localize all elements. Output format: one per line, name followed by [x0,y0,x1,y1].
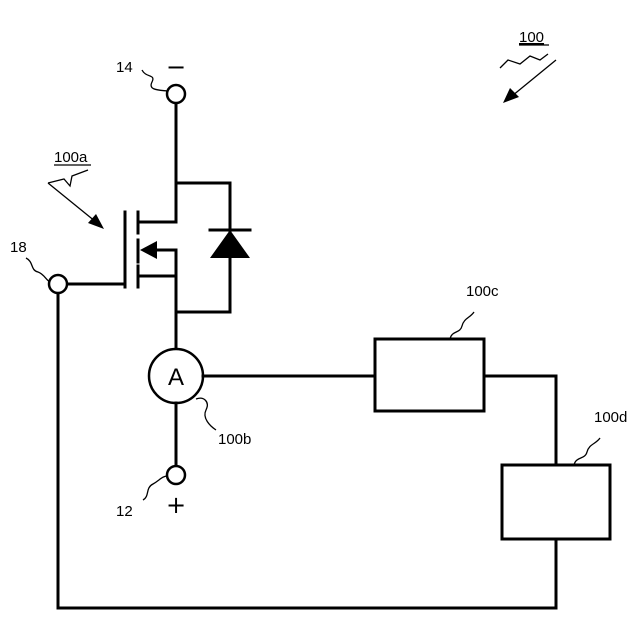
label-terminal-18: 18 [10,239,27,256]
label-terminal-12: 12 [116,503,133,520]
block-100d [502,465,610,539]
label-100b: 100b [218,431,251,448]
leader-100d [574,438,600,465]
mosfet-body-arrow [140,241,157,259]
label-100: 100 [519,29,544,46]
label-100a: 100a [54,149,88,166]
minus-sign: − [166,53,186,81]
terminal-18 [49,275,67,293]
leader-12 [143,476,168,500]
terminal-12 [167,466,185,484]
leader-18 [26,258,50,282]
label-100c: 100c [466,283,499,300]
leader-100-squiggle [500,54,548,68]
mosfet-symbol [125,183,176,287]
block-100c [375,339,484,411]
diode-symbol [210,230,250,258]
arrow-100 [503,60,556,103]
leader-100b [196,398,216,430]
label-100d: 100d [594,409,627,426]
label-terminal-14: 14 [116,59,133,76]
terminal-14 [167,85,185,103]
wire-block-c-to-block-d [484,376,556,465]
plus-sign: + [166,491,186,519]
ammeter: A [149,349,203,403]
leader-100a-squiggle [48,170,88,186]
leader-14 [142,70,167,91]
diode-triangle [210,230,250,258]
leader-100c [450,312,474,339]
ammeter-symbol: A [168,364,184,391]
arrow-100a [48,183,104,229]
